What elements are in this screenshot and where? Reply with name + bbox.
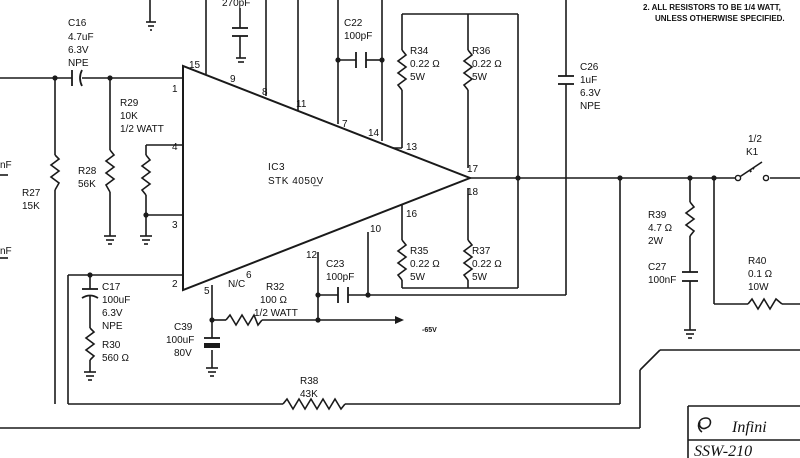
ic-reference: IC3 — [268, 162, 285, 173]
c16-ref: C16 — [68, 18, 87, 29]
r34-power: 5W — [410, 72, 426, 83]
resistors — [49, 49, 783, 411]
note-line-2: 2. ALL RESISTORS TO BE 1/4 WATT, — [643, 3, 781, 12]
r39-power: 2W — [648, 236, 664, 247]
c26-type: NPE — [580, 101, 601, 112]
r37-power: 5W — [472, 272, 488, 283]
pin-16: 16 — [406, 209, 418, 220]
c26-voltage: 6.3V — [580, 88, 601, 99]
pin-15: 15 — [189, 60, 201, 71]
r36-value: 0.22 Ω — [472, 59, 502, 70]
c39-voltage: 80V — [174, 348, 192, 359]
c23-value: 100pF — [326, 272, 354, 283]
c16-value: 4.7uF — [68, 32, 94, 43]
c27-value: 100nF — [648, 275, 676, 286]
r35-ref: R35 — [410, 246, 429, 257]
junctions — [52, 57, 770, 323]
pin-18: 18 — [467, 187, 479, 198]
c26-value: 1uF — [580, 75, 597, 86]
r28-ref: R28 — [78, 166, 97, 177]
pin-17: 17 — [467, 164, 479, 175]
r34-value: 0.22 Ω — [410, 59, 440, 70]
component-labels: 270pF C16 4.7uF 6.3V NPE R29 10K 1/2 WAT… — [0, 0, 773, 458]
r38-value: 43K — [300, 389, 318, 400]
edge-label-lower: nF — [0, 246, 12, 257]
ic3-amplifier-body — [182, 64, 473, 292]
k1-ref: K1 — [746, 147, 759, 158]
c39-ref: C39 — [174, 322, 193, 333]
c27-ref: C27 — [648, 262, 667, 273]
c22-ref: C22 — [344, 18, 363, 29]
r27-ref: R27 — [22, 188, 41, 199]
pin-9: 9 — [230, 74, 236, 85]
no-connect-label: N/C — [228, 279, 245, 290]
r32-power: 1/2 WATT — [254, 308, 298, 319]
r29-ref: R29 — [120, 98, 139, 109]
r37-ref: R37 — [472, 246, 491, 257]
pin-13: 13 — [406, 142, 418, 153]
r38-ref: R38 — [300, 376, 319, 387]
pin-14: 14 — [368, 128, 380, 139]
c17-ref: C17 — [102, 282, 121, 293]
pin-4: 4 — [172, 142, 178, 153]
c16-type: NPE — [68, 58, 89, 69]
r32-value: 100 Ω — [260, 295, 287, 306]
r27-value: 15K — [22, 201, 40, 212]
pin-3: 3 — [172, 220, 178, 231]
r35-value: 0.22 Ω — [410, 259, 440, 270]
pin-8: 8 — [262, 87, 268, 98]
title-block-model: SSW-210 — [694, 443, 752, 458]
pin-2: 2 — [172, 279, 178, 290]
pin-5: 5 — [204, 286, 210, 297]
pin-11: 11 — [296, 99, 307, 110]
cap-270pf-value: 270pF — [222, 0, 250, 9]
r30-value: 560 Ω — [102, 353, 129, 364]
title-block-brand: Infini — [731, 419, 767, 436]
r37-value: 0.22 Ω — [472, 259, 502, 270]
wires — [0, 0, 800, 429]
k1-fraction: 1/2 — [748, 134, 762, 145]
rail-voltage-label: -65V — [422, 327, 437, 334]
r40-ref: R40 — [748, 256, 767, 267]
pin-7: 7 — [342, 119, 348, 130]
r36-power: 5W — [472, 72, 488, 83]
c17-value: 100uF — [102, 295, 130, 306]
r40-value: 0.1 Ω — [748, 269, 773, 280]
c26-ref: C26 — [580, 62, 599, 73]
edge-label-upper: nF — [0, 160, 12, 171]
pin-numbers: 15 9 8 11 7 14 13 1 4 3 2 5 6 12 10 16 1… — [172, 60, 479, 297]
pin-1: 1 — [172, 84, 178, 95]
title-block — [687, 405, 800, 458]
r39-ref: R39 — [648, 210, 667, 221]
ic-part-number: STK 4050̲V — [268, 176, 324, 187]
r29-value: 10K — [120, 111, 138, 122]
c17-type: NPE — [102, 321, 123, 332]
note-line-3: UNLESS OTHERWISE SPECIFIED. — [655, 14, 785, 23]
r30-ref: R30 — [102, 340, 121, 351]
pin-12: 12 — [306, 250, 318, 261]
r34-ref: R34 — [410, 46, 429, 57]
r32-ref: R32 — [266, 282, 285, 293]
pin-10: 10 — [370, 224, 382, 235]
r39-value: 4.7 Ω — [648, 223, 673, 234]
c17-voltage: 6.3V — [102, 308, 123, 319]
c22-value: 100pF — [344, 31, 372, 42]
c16-voltage: 6.3V — [68, 45, 89, 56]
r29-power: 1/2 WATT — [120, 124, 164, 135]
c23-ref: C23 — [326, 259, 345, 270]
r35-power: 5W — [410, 272, 426, 283]
r28-value: 56K — [78, 179, 96, 190]
r40-power: 10W — [748, 282, 769, 293]
capacitors — [71, 27, 698, 348]
r36-ref: R36 — [472, 46, 491, 57]
pin-6: 6 — [246, 270, 252, 281]
c39-value: 100uF — [166, 335, 194, 346]
